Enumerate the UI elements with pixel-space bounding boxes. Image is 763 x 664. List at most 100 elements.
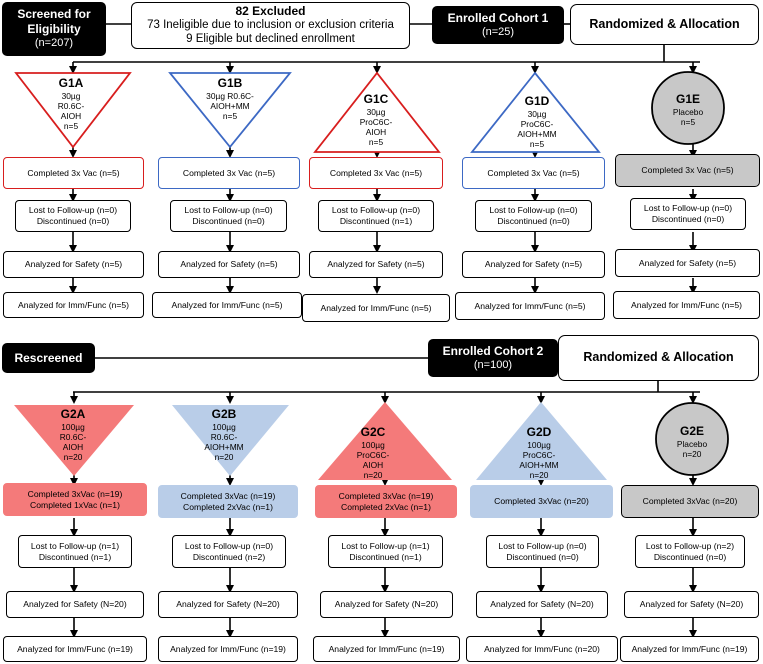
g1c-imm-box: Analyzed for Imm/Func (n=5) <box>302 294 450 322</box>
enrolled-cohort2-title: Enrolled Cohort 2 <box>442 343 544 358</box>
group-g2a-adjuvant: AIOH <box>62 442 84 453</box>
group-g1a-label: G1A 30µg R0.6C- AIOH n=5 <box>30 76 112 131</box>
g1a-triangle-shape <box>14 72 132 149</box>
group-g2c-dose: 100µg <box>361 440 385 450</box>
screened-count: (n=207) <box>34 37 74 50</box>
enrolled-cohort2-count: (n=100) <box>473 358 513 371</box>
g1d-triangle-shape <box>470 71 601 153</box>
g1a-safety: Analyzed for Safety (n=5) <box>24 259 123 270</box>
g1b-imm-box: Analyzed for Imm/Func (n=5) <box>152 292 302 318</box>
group-g2c-adjuvant: AIOH <box>362 460 384 471</box>
group-g2d-dose: 100µg <box>527 440 551 450</box>
g2c-completed-2: Completed 2xVac (n=1) <box>341 501 431 512</box>
g2a-completed-1: Completed 3xVac (n=19) <box>27 488 123 499</box>
g2c-imm: Analyzed for Imm/Func (n=19) <box>328 643 445 654</box>
group-g2c-label: G2C 100µg ProC6C- AIOH n=20 <box>333 425 413 480</box>
g2a-safety-box: Analyzed for Safety (N=20) <box>6 591 144 618</box>
g2b-completed-1: Completed 3xVac (n=19) <box>180 490 276 501</box>
g1c-lost: Lost to Follow-up (n=0) <box>331 205 421 216</box>
g2d-safety-box: Analyzed for Safety (N=20) <box>476 591 608 618</box>
g2a-followup-box: Lost to Follow-up (n=1)Discontinued (n=1… <box>18 535 132 568</box>
group-g2c-name: G2C <box>360 425 386 439</box>
group-g2e-n: n=20 <box>682 449 702 460</box>
g1e-safety: Analyzed for Safety (n=5) <box>638 257 737 268</box>
group-g1c-name: G1C <box>363 92 389 106</box>
group-g2b-label: G2B 100µg R0.6C- AIOH+MM n=20 <box>184 407 264 462</box>
g1b-triangle-shape <box>168 72 292 149</box>
g1a-completed-box: Completed 3x Vac (n=5) <box>3 157 144 189</box>
g2b-lost: Lost to Follow-up (n=0) <box>184 540 274 551</box>
group-g2b-name: G2B <box>211 407 237 421</box>
g1a-imm-box: Analyzed for Imm/Func (n=5) <box>3 292 144 318</box>
group-g1b-label: G1B 30µg R0.6C- AIOH+MM n=5 <box>185 76 275 121</box>
group-g2e-label: G2E Placebo n=20 <box>652 424 732 459</box>
g1e-imm-box: Analyzed for Imm/Func (n=5) <box>613 291 760 319</box>
g1c-completed-box: Completed 3x Vac (n=5) <box>309 157 443 189</box>
group-g1c-dose: 30µg <box>366 107 386 117</box>
group-g2d-n: n=20 <box>529 470 549 481</box>
enrolled-cohort2-box: Enrolled Cohort 2 (n=100) <box>428 339 558 377</box>
g1a-disc: Discontinued (n=0) <box>36 216 110 226</box>
group-g1c-label: G1C 30µg ProC6C- AIOH n=5 <box>336 92 416 147</box>
g1a-completed: Completed 3x Vac (n=5) <box>27 167 120 178</box>
g2c-completed-1: Completed 3xVac (n=19) <box>338 490 434 501</box>
group-g2e-dose: Placebo <box>676 439 708 449</box>
g2e-imm-box: Analyzed for Imm/Func (n=19) <box>620 636 759 662</box>
group-g2d-label: G2D 100µg ProC6C- AIOH+MM n=20 <box>496 425 582 480</box>
group-g2d-formula: ProC6C- <box>522 450 556 461</box>
g2a-completed-2: Completed 1xVac (n=1) <box>30 499 120 510</box>
group-g2b-n: n=20 <box>214 452 234 463</box>
g2d-completed: Completed 3xVac (n=20) <box>494 496 589 507</box>
group-g2a-n: n=20 <box>63 452 83 463</box>
group-g2a-formula: R0.6C- <box>59 432 87 443</box>
g1e-safety-box: Analyzed for Safety (n=5) <box>615 249 760 277</box>
g2e-safety-box: Analyzed for Safety (N=20) <box>624 591 759 618</box>
group-g2e-name: G2E <box>679 424 704 438</box>
g1e-circle-shape <box>651 71 725 145</box>
group-g1e-dose: Placebo <box>672 107 704 117</box>
group-g1d-n: n=5 <box>529 139 545 150</box>
g2e-completed: Completed 3xVac (n=20) <box>642 496 738 507</box>
g1a-lost: Lost to Follow-up (n=0) <box>28 205 118 216</box>
group-g2d-name: G2D <box>526 425 552 439</box>
g2b-safety: Analyzed for Safety (N=20) <box>176 599 280 610</box>
group-g1d-adjuvant: AIOH+MM <box>517 129 557 140</box>
rescreened-box: Rescreened <box>2 343 95 373</box>
group-g1e-label: G1E Placebo n=5 <box>648 92 728 127</box>
g1c-completed: Completed 3x Vac (n=5) <box>329 167 423 178</box>
g2c-disc: Discontinued (n=1) <box>349 551 422 562</box>
group-g2c-n: n=20 <box>363 470 383 481</box>
group-g1b-formula: AIOH+MM <box>210 101 250 112</box>
g2a-disc: Discontinued (n=1) <box>38 551 112 562</box>
g2d-followup-box: Lost to Follow-up (n=0)Discontinued (n=0… <box>486 535 599 568</box>
group-g2a-name: G2A <box>60 407 86 421</box>
g1b-safety-box: Analyzed for Safety (n=5) <box>158 251 300 278</box>
group-g1e-n: n=5 <box>680 117 696 128</box>
g2d-imm: Analyzed for Imm/Func (n=20) <box>484 643 600 654</box>
group-g2c-formula: ProC6C- <box>356 450 390 461</box>
g2d-safety: Analyzed for Safety (N=20) <box>490 599 594 610</box>
group-g1b-n: n=5 <box>222 111 238 122</box>
group-g1a-n: n=5 <box>63 121 79 132</box>
g1b-imm: Analyzed for Imm/Func (n=5) <box>171 299 283 310</box>
g2a-imm: Analyzed for Imm/Func (n=19) <box>17 643 133 654</box>
group-g1b-name: G1B <box>217 76 243 90</box>
group-g2a-label: G2A 100µg R0.6C- AIOH n=20 <box>33 407 113 462</box>
screened-title-1: Screened for <box>17 7 91 22</box>
group-g2b-adjuvant: AIOH+MM <box>204 442 244 453</box>
g1d-completed: Completed 3x Vac (n=5) <box>487 167 580 178</box>
g2d-imm-box: Analyzed for Imm/Func (n=20) <box>466 636 618 662</box>
group-g2b-dose: 100µg <box>212 422 236 432</box>
g2e-safety: Analyzed for Safety (N=20) <box>639 599 744 610</box>
enrolled-cohort1-title: Enrolled Cohort 1 <box>447 10 549 25</box>
g1b-safety: Analyzed for Safety (n=5) <box>180 259 278 270</box>
g2c-completed-box: Completed 3xVac (n=19)Completed 2xVac (n… <box>315 485 457 518</box>
g1b-completed: Completed 3x Vac (n=5) <box>182 167 276 178</box>
g2c-imm-box: Analyzed for Imm/Func (n=19) <box>313 636 460 662</box>
g1d-disc: Discontinued (n=0) <box>497 216 570 226</box>
group-g1d-dose: 30µg <box>527 109 547 119</box>
screened-box: Screened for Eligibility (n=207) <box>2 2 106 56</box>
g2e-disc: Discontinued (n=0) <box>653 551 727 562</box>
g1c-triangle-shape <box>313 71 441 153</box>
